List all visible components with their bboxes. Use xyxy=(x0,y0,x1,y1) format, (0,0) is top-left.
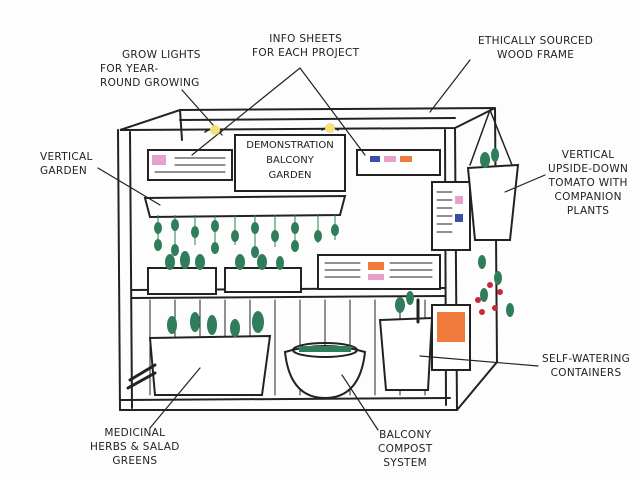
label-line: ROUND GROWING xyxy=(100,77,200,89)
tomatoes xyxy=(475,282,503,315)
demonstration-sign xyxy=(234,134,346,192)
label-line: GARDEN xyxy=(40,165,87,177)
info-sheet-right xyxy=(356,149,441,176)
label-info-sheets: INFO SHEETS FOR EACH PROJECT xyxy=(252,32,359,60)
sign-line: BALCONY xyxy=(266,155,314,166)
color-accents xyxy=(152,123,465,352)
hanging-tomato-pot xyxy=(466,163,520,241)
self-watering-pot xyxy=(378,316,434,391)
label-line: MEDICINAL xyxy=(104,427,166,439)
label-line: INFO SHEETS xyxy=(269,33,343,45)
label-line: COMPANION xyxy=(554,191,622,203)
label-compost: BALCONY COMPOST SYSTEM xyxy=(378,428,432,470)
label-self-watering: SELF-WATERING CONTAINERS xyxy=(542,352,630,380)
label-line: WOOD FRAME xyxy=(497,49,575,61)
label-line: CONTAINERS xyxy=(550,367,622,379)
label-line: UPSIDE-DOWN xyxy=(548,163,629,175)
sign-line: DEMONSTRATION xyxy=(246,140,334,151)
label-line: FOR YEAR- xyxy=(100,63,159,75)
leader-lines xyxy=(97,59,546,431)
label-line: HERBS & SALAD xyxy=(90,441,180,453)
plants xyxy=(154,148,514,337)
herb-planter xyxy=(148,334,272,396)
label-line: COMPOST xyxy=(378,443,433,455)
vines xyxy=(154,215,339,258)
small-planter-left xyxy=(147,267,217,295)
small-planter-right xyxy=(224,267,302,293)
label-line: GREENS xyxy=(112,455,158,467)
label-line: VERTICAL xyxy=(40,151,93,163)
label-herbs: MEDICINAL HERBS & SALAD GREENS xyxy=(90,426,180,468)
label-line: SYSTEM xyxy=(383,457,428,469)
label-line: GROW LIGHTS xyxy=(122,49,201,61)
label-grow-lights: GROW LIGHTS FOR YEAR- ROUND GROWING xyxy=(100,48,201,90)
label-line: TOMATO WITH xyxy=(548,177,628,189)
label-tomato: VERTICAL UPSIDE-DOWN TOMATO WITH COMPANI… xyxy=(548,148,628,218)
label-line: BALCONY xyxy=(379,429,432,441)
sign-line: GARDEN xyxy=(268,170,312,181)
label-line: PLANTS xyxy=(566,205,610,217)
label-vertical-garden: VERTICAL GARDEN xyxy=(40,150,93,178)
label-line: ETHICALLY SOURCED xyxy=(478,35,594,47)
label-line: FOR EACH PROJECT xyxy=(252,47,360,59)
label-wood-frame: ETHICALLY SOURCED WOOD FRAME xyxy=(478,34,593,62)
label-line: VERTICAL xyxy=(561,149,615,161)
label-line: SELF-WATERING xyxy=(542,353,631,365)
demonstration-sign-text: DEMONSTRATION BALCONY GARDEN xyxy=(238,138,342,183)
vertical-garden-planter xyxy=(143,194,347,219)
info-sheet-middle xyxy=(317,254,441,290)
